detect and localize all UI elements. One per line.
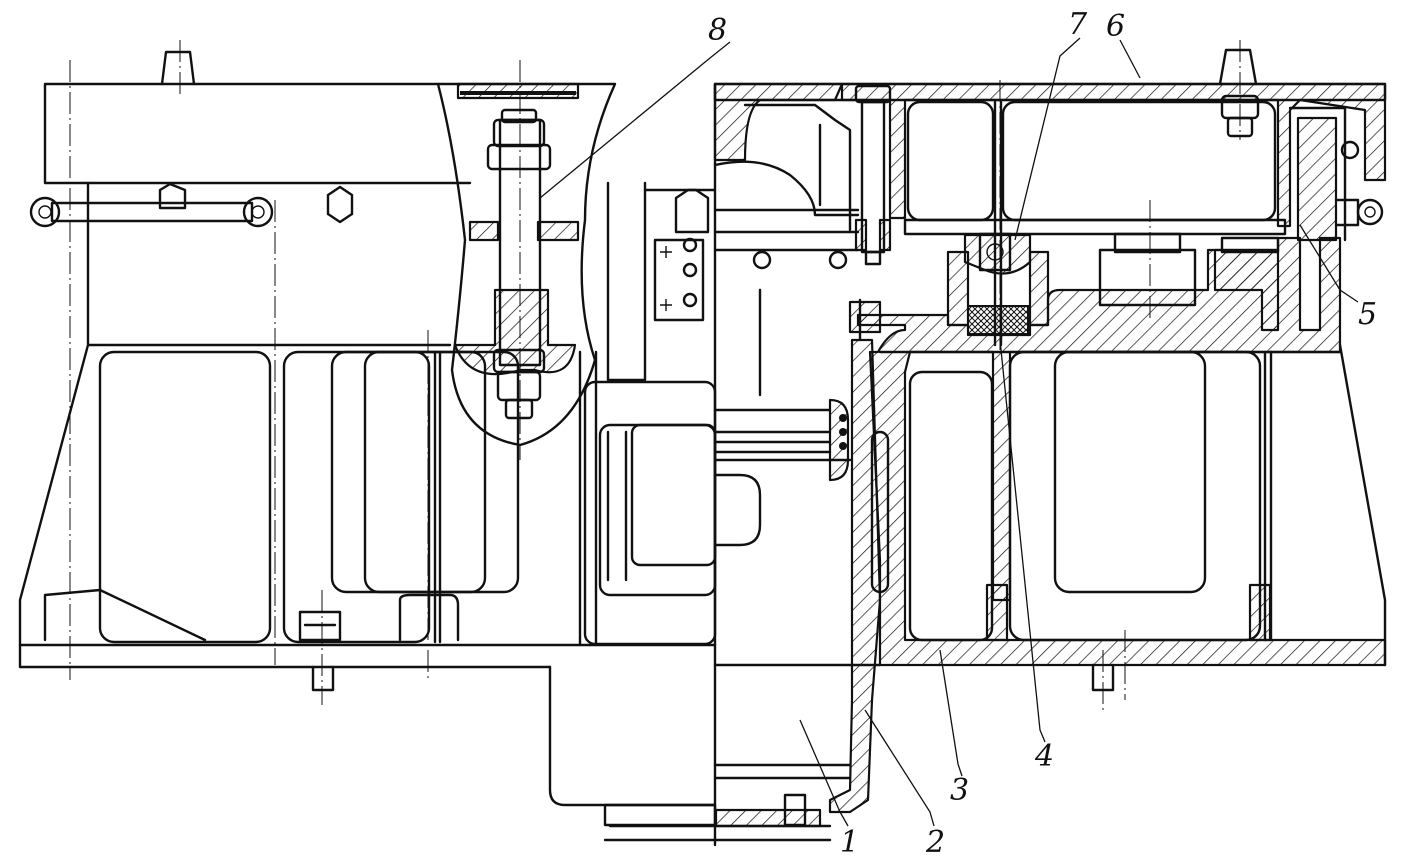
side-plate-5 bbox=[1296, 116, 1338, 242]
rotor-1 bbox=[713, 458, 852, 780]
callout-4: 4 bbox=[1034, 739, 1054, 774]
inner-wall-2 bbox=[828, 338, 882, 814]
leader-5 bbox=[1299, 224, 1359, 303]
center-lines bbox=[69, 40, 1241, 847]
leader-6 bbox=[1119, 39, 1141, 79]
leader-2 bbox=[864, 709, 935, 827]
top-cover-exterior bbox=[43, 82, 472, 185]
lower-sump-exterior bbox=[548, 665, 717, 807]
body-outer-wall bbox=[1338, 343, 1387, 667]
stud-8 bbox=[486, 108, 552, 420]
callout-5: 5 bbox=[1358, 297, 1377, 332]
leader-7 bbox=[1014, 37, 1081, 241]
callout-2: 2 bbox=[925, 825, 945, 860]
body-exterior-outline bbox=[18, 181, 552, 669]
body-web-3 bbox=[856, 236, 1387, 667]
callout-8: 8 bbox=[708, 13, 727, 48]
leader-3 bbox=[939, 649, 963, 777]
local-section-outline bbox=[436, 82, 617, 447]
callout-7: 7 bbox=[1068, 7, 1088, 42]
window-1 bbox=[98, 350, 272, 644]
leader-1 bbox=[799, 719, 849, 827]
section-view-right-half bbox=[603, 48, 1387, 842]
callout-1: 1 bbox=[840, 825, 859, 860]
leader-4 bbox=[999, 339, 1046, 743]
callout-3: 3 bbox=[950, 773, 969, 808]
hinge-rod-assembly bbox=[29, 182, 354, 228]
callout-6: 6 bbox=[1106, 9, 1125, 44]
callouts: 8 7 6 5 4 3 2 1 bbox=[539, 7, 1377, 860]
leader-8 bbox=[539, 41, 731, 199]
window-2 bbox=[282, 350, 431, 644]
cover-stud-left bbox=[160, 50, 196, 86]
terminal-plate bbox=[653, 238, 705, 322]
exterior-view-left-half bbox=[18, 50, 762, 827]
